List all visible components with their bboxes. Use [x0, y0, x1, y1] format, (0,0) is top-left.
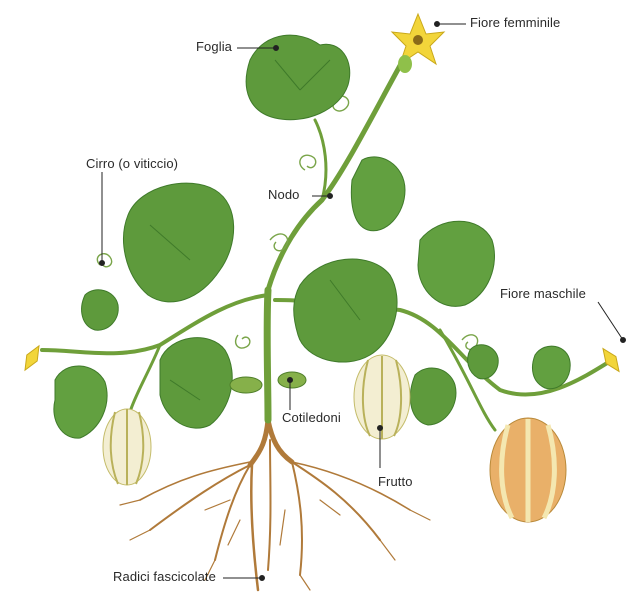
label-cotiledoni: Cotiledoni	[282, 410, 341, 425]
leaf-left-mid	[82, 290, 119, 330]
fruit-left	[103, 409, 151, 485]
label-frutto: Frutto	[378, 474, 413, 489]
label-fiore-maschile: Fiore maschile	[500, 286, 586, 301]
leaf-upper-right	[351, 157, 405, 231]
leaves	[54, 35, 570, 438]
male-flower-right	[598, 345, 624, 375]
fruit-right	[490, 418, 566, 522]
label-foglia: Foglia	[196, 39, 232, 54]
label-fiore-femminile: Fiore femminile	[470, 15, 560, 30]
leaf-far-right-small	[532, 346, 570, 389]
label-nodo: Nodo	[268, 187, 299, 202]
male-flower-left	[20, 343, 44, 373]
leaf-far-right	[418, 221, 494, 306]
female-flower-ovary	[398, 55, 412, 73]
label-cirro: Cirro (o viticcio)	[86, 156, 178, 171]
label-radici: Radici fascicolate	[113, 569, 216, 584]
roots	[120, 420, 430, 590]
leaf-left-lower	[54, 366, 107, 438]
leaf-right-large	[294, 259, 397, 362]
leaf-right-tiny	[468, 345, 499, 379]
leaf-right-lower	[410, 368, 456, 425]
leaf-upper-left	[124, 183, 234, 302]
leaf-center-left	[160, 338, 232, 428]
